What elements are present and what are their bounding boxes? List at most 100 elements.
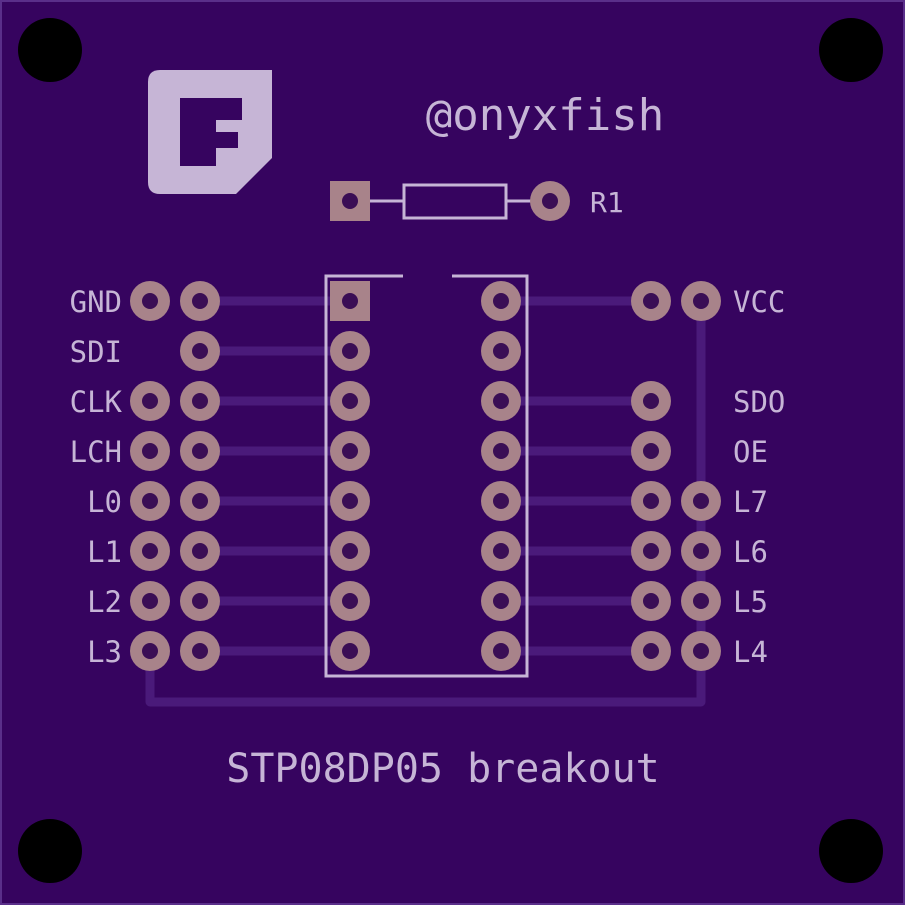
- left-header-inner-5: [180, 531, 220, 571]
- left-pin-label-7: L3: [87, 635, 122, 669]
- left-header-inner-0: [180, 281, 220, 321]
- left-header-outer-2-drill: [142, 393, 158, 409]
- ic-pin-left-8-drill: [342, 643, 358, 659]
- ic-pin-left-5-drill: [342, 493, 358, 509]
- left-pin-label-1: SDI: [70, 335, 122, 369]
- right-header-inner-6-drill: [643, 593, 659, 609]
- handle-silkscreen: @onyxfish: [426, 90, 664, 141]
- right-header-outer-0: [681, 281, 721, 321]
- left-header-inner-7: [180, 631, 220, 671]
- left-header-outer-4-drill: [142, 493, 158, 509]
- left-pin-label-4: L0: [87, 485, 122, 519]
- ic-pin-right-14-drill: [493, 393, 509, 409]
- left-header-outer-2: [130, 381, 170, 421]
- right-header-inner-0: [631, 281, 671, 321]
- ic-pin-left-1-drill: [342, 293, 358, 309]
- ic-pin-right-9-drill: [493, 643, 509, 659]
- left-header-inner-6: [180, 581, 220, 621]
- onyxfish-logo-icon: [148, 70, 272, 194]
- mount-hole-top-left: [18, 18, 82, 82]
- right-header-outer-7-drill: [693, 643, 709, 659]
- right-pin-label-0: VCC: [733, 285, 785, 319]
- left-header-inner-4-drill: [192, 493, 208, 509]
- ic-pin-left-6-drill: [342, 543, 358, 559]
- ic-pin-left-5: [330, 481, 370, 521]
- left-pin-label-5: L1: [87, 535, 122, 569]
- right-header-outer-5: [681, 531, 721, 571]
- ic-pin-right-16: [481, 281, 521, 321]
- left-pin-label-2: CLK: [70, 385, 123, 419]
- ic-pin-left-7: [330, 581, 370, 621]
- logo-letter-f-icon: [180, 98, 242, 166]
- right-header-inner-2-drill: [643, 393, 659, 409]
- left-header-outer-6: [130, 581, 170, 621]
- left-header-inner-3-drill: [192, 443, 208, 459]
- right-pin-label-6: L5: [733, 585, 768, 619]
- board-title-silkscreen: STP08DP05 breakout: [226, 746, 659, 792]
- ic-pin-right-15: [481, 331, 521, 371]
- right-header-inner-7: [631, 631, 671, 671]
- ic-pin-left-4-drill: [342, 443, 358, 459]
- right-header-inner-5: [631, 531, 671, 571]
- left-header-inner-1-drill: [192, 343, 208, 359]
- ic-pin-right-13: [481, 431, 521, 471]
- ic-pin-left-2-drill: [342, 343, 358, 359]
- left-header-outer-5: [130, 531, 170, 571]
- left-header-inner-1: [180, 331, 220, 371]
- right-header-outer-5-drill: [693, 543, 709, 559]
- resistor-label: R1: [590, 186, 624, 219]
- right-header-inner-6: [631, 581, 671, 621]
- right-pin-label-3: OE: [733, 435, 768, 469]
- right-header-outer-6-drill: [693, 593, 709, 609]
- resistor-r1: R1: [330, 181, 624, 221]
- resistor-pad-1: [330, 181, 370, 221]
- left-header-inner-2: [180, 381, 220, 421]
- ic-pin-left-1: [330, 281, 370, 321]
- ic-pin-right-10-drill: [493, 593, 509, 609]
- right-header-inner-3: [631, 431, 671, 471]
- ic-pin-right-13-drill: [493, 443, 509, 459]
- right-header-inner-4: [631, 481, 671, 521]
- ic-pin-left-3-drill: [342, 393, 358, 409]
- ic-pin-right-15-drill: [493, 343, 509, 359]
- left-header-outer-4: [130, 481, 170, 521]
- left-pin-label-0: GND: [70, 285, 122, 319]
- left-header-inner-2-drill: [192, 393, 208, 409]
- right-header-inner-3-drill: [643, 443, 659, 459]
- left-header-outer-6-drill: [142, 593, 158, 609]
- right-header-outer-6: [681, 581, 721, 621]
- left-header-inner-0-drill: [192, 293, 208, 309]
- ic-pin-left-4: [330, 431, 370, 471]
- resistor-pad-2: [530, 181, 570, 221]
- right-header-inner-4-drill: [643, 493, 659, 509]
- left-header-inner-6-drill: [192, 593, 208, 609]
- right-header-outer-0-drill: [693, 293, 709, 309]
- right-header-outer-4: [681, 481, 721, 521]
- mount-hole-bottom-left: [18, 819, 82, 883]
- ic-footprint-outline: [324, 274, 529, 678]
- left-header-outer-7: [130, 631, 170, 671]
- pads: [130, 281, 721, 671]
- mount-hole-bottom-right: [819, 819, 883, 883]
- ic-pin-left-6: [330, 531, 370, 571]
- left-header-outer-3-drill: [142, 443, 158, 459]
- left-header-outer-3: [130, 431, 170, 471]
- mounting-holes: [18, 18, 883, 883]
- right-pin-label-4: L7: [733, 485, 768, 519]
- left-header-outer-0: [130, 281, 170, 321]
- left-header-outer-0-drill: [142, 293, 158, 309]
- right-header-inner-5-drill: [643, 543, 659, 559]
- ic-pin-right-16-drill: [493, 293, 509, 309]
- ic-pin-right-11: [481, 531, 521, 571]
- mount-hole-top-right: [819, 18, 883, 82]
- ic-pin-left-8: [330, 631, 370, 671]
- ic-pin-right-9: [481, 631, 521, 671]
- right-pin-label-2: SDO: [733, 385, 785, 419]
- right-header-outer-7: [681, 631, 721, 671]
- ic-pin-right-12: [481, 481, 521, 521]
- left-pin-label-3: LCH: [70, 435, 122, 469]
- left-header-inner-4: [180, 481, 220, 521]
- left-header-inner-5-drill: [192, 543, 208, 559]
